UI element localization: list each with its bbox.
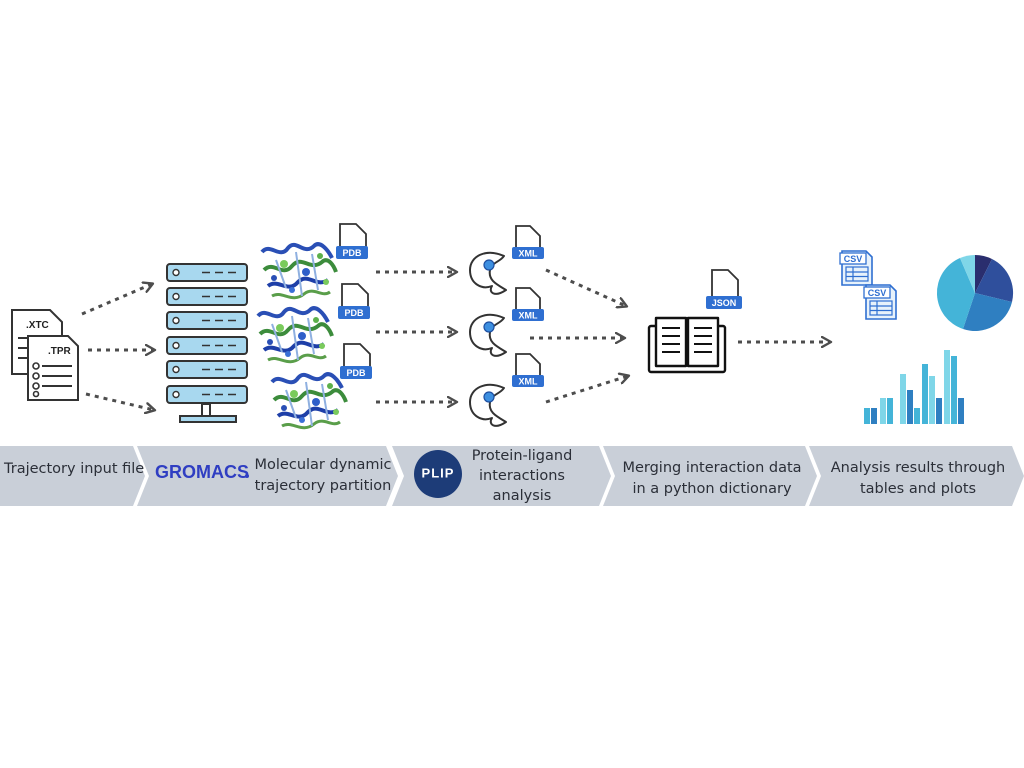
binding-pocket-icon — [469, 251, 507, 295]
stage-label-merging: Merging interaction data in a python dic… — [620, 458, 804, 500]
arrow-icon — [81, 284, 152, 316]
xml-label: XML — [519, 377, 539, 387]
stage-label-line: analysis — [492, 488, 552, 504]
plip-logo: PLIP — [414, 450, 462, 498]
arrow-icon — [545, 376, 628, 404]
tpr-label: .TPR — [48, 346, 72, 357]
csv-file-icon: CSV — [863, 284, 897, 320]
pdb-file-icon: PDB — [336, 223, 368, 259]
json-label: JSON — [712, 298, 737, 308]
xml-file-icon: XML — [512, 287, 544, 321]
pdb-label: PDB — [346, 368, 366, 378]
xml-file-icon: XML — [512, 353, 544, 387]
pdb-file-icon: PDB — [340, 343, 372, 379]
xml-label: XML — [519, 249, 539, 259]
pdb-file-icon: PDB — [338, 283, 370, 319]
banner-segment-2 — [137, 446, 398, 506]
stage-label-line: Analysis results through — [830, 460, 1006, 476]
gromacs-logo-dot — [245, 474, 249, 478]
xtc-label: .XTC — [26, 320, 49, 331]
stage-label-line: Molecular dynamic — [254, 457, 392, 473]
protein-structure-icon — [270, 372, 348, 430]
stage-label-line: in a python dictionary — [632, 481, 792, 497]
json-file-icon: JSON — [706, 269, 742, 309]
csv-label: CSV — [868, 288, 887, 298]
xml-file-icon: XML — [512, 225, 544, 259]
xml-arrows — [530, 268, 628, 404]
pdb-label: PDB — [344, 308, 364, 318]
tpr-file-icon: .TPR — [27, 335, 79, 401]
book-icon — [647, 316, 727, 374]
protein-structure-icon — [260, 242, 338, 300]
stage-label-line: Protein-ligand — [471, 448, 573, 464]
banner-segment-1 — [0, 446, 145, 506]
arrow-icon — [545, 268, 626, 306]
plip-logo-text: PLIP — [422, 465, 455, 480]
stage-label-line: trajectory partition — [254, 478, 392, 494]
stage-label-line: Merging interaction data — [622, 460, 802, 476]
banner-segment-5 — [809, 446, 1024, 506]
binding-pocket-icon — [469, 383, 507, 427]
pie-chart-icon — [936, 254, 1014, 331]
banner-segment-4 — [603, 446, 817, 506]
input-arrows — [81, 284, 154, 410]
stage-label-line: interactions — [479, 468, 565, 484]
gromacs-logo: GROMACS — [155, 462, 249, 482]
arrow-icon — [85, 392, 154, 410]
csv-file-icon: CSV — [839, 250, 873, 286]
bar-chart-icon — [864, 350, 964, 424]
server-stack-icon — [166, 263, 248, 423]
stage-label-line: tables and plots — [859, 481, 977, 497]
stage-label-results: Analysis results through tables and plot… — [826, 458, 1010, 500]
binding-pocket-icon — [469, 313, 507, 357]
stage-label-plip-analysis: Protein-ligand interactions analysis — [462, 446, 582, 506]
protein-structure-icon — [256, 306, 334, 364]
stage-label-trajectory-input: Trajectory input file — [4, 461, 145, 477]
stage-label-md-partition: Molecular dynamic trajectory partition — [252, 455, 394, 497]
xml-label: XML — [519, 311, 539, 321]
pdb-label: PDB — [342, 248, 362, 258]
pdb-arrows — [376, 272, 456, 402]
csv-label: CSV — [844, 254, 863, 264]
